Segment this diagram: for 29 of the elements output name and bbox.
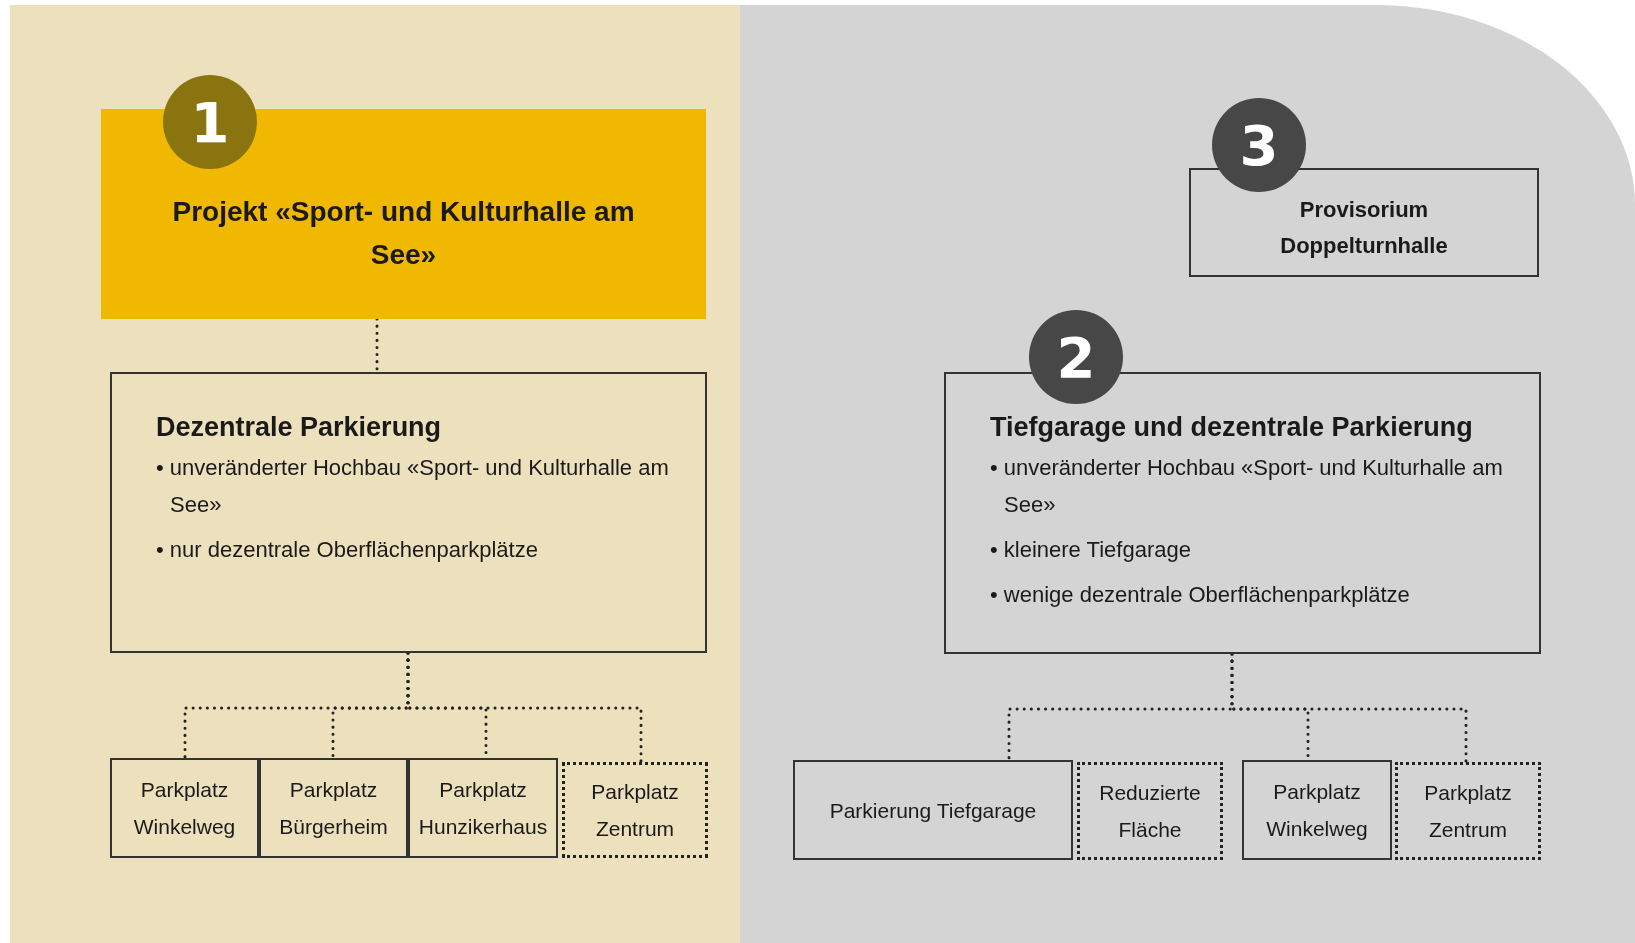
box-label: Parkplatz Winkelweg bbox=[132, 777, 237, 840]
box bbox=[110, 758, 259, 858]
box bbox=[1077, 762, 1223, 860]
content-box bbox=[110, 372, 707, 653]
number-badge: 1 bbox=[163, 75, 257, 169]
heading: Projekt «Sport- und Kulturhalle am See» bbox=[171, 195, 636, 272]
box-label: Parkplatz Bürgerheim bbox=[278, 777, 389, 840]
box bbox=[408, 758, 558, 858]
box-label: Parkplatz Zentrum bbox=[590, 779, 680, 842]
box bbox=[562, 762, 708, 858]
heading: Tiefgarage und dezentrale Parkierung bbox=[990, 412, 1474, 443]
heading: Dezentrale Parkierung bbox=[156, 412, 443, 443]
connector-line bbox=[406, 651, 643, 764]
bullet-text: • nur dezentrale Oberflächenparkplätze bbox=[156, 536, 539, 564]
box-label: Parkplatz Zentrum bbox=[1423, 780, 1513, 843]
box-label: Parkplatz Hunzikerhaus bbox=[417, 777, 549, 840]
box bbox=[1242, 760, 1392, 860]
bullet-text: • kleinere Tiefgarage bbox=[990, 536, 1192, 564]
box bbox=[793, 760, 1073, 860]
box bbox=[1395, 762, 1541, 860]
box-label: Reduzierte Fläche bbox=[1098, 780, 1202, 843]
connector-line bbox=[1230, 652, 1468, 764]
heading: Provisorium Doppelturnhalle bbox=[1279, 195, 1449, 260]
bullet-text: • unveränderter Hochbau «Sport- und Kulturhalle am See» bbox=[156, 454, 670, 519]
box-label: Parkierung Tiefgarage bbox=[828, 797, 1038, 824]
box bbox=[259, 758, 408, 858]
bullet-text: • wenige dezentrale Oberflächenparkplätze bbox=[990, 581, 1411, 609]
bullet-text: • unveränderter Hochbau «Sport- und Kulturhalle am See» bbox=[990, 454, 1504, 519]
box-label: Parkplatz Winkelweg bbox=[1265, 779, 1369, 842]
